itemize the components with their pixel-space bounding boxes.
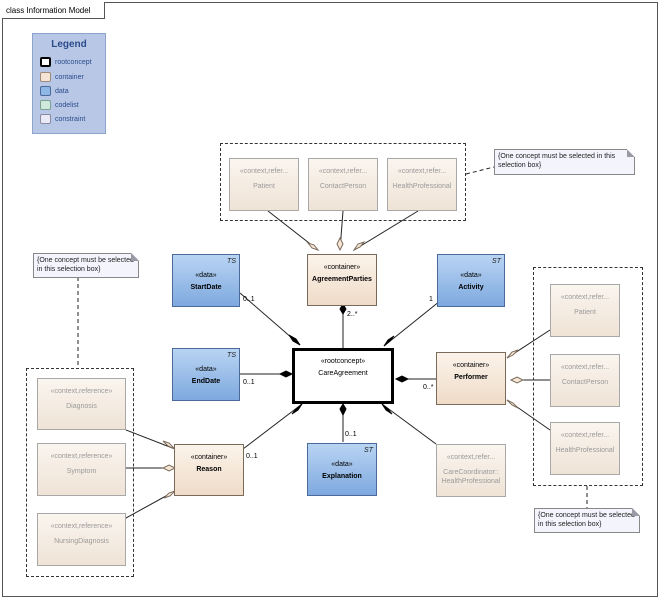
container-performer[interactable]: «container» Performer bbox=[436, 352, 506, 405]
mult-activity: 1 bbox=[429, 296, 433, 303]
legend-item-constraint: constraint bbox=[40, 114, 85, 125]
ref-agreement-healthprofessional[interactable]: «context,refer... HealthProfessional bbox=[387, 158, 457, 211]
legend-item-data: data bbox=[40, 86, 69, 97]
link-rs-diagnosis bbox=[125, 429, 176, 450]
diamond-ap-1 bbox=[306, 241, 320, 252]
diamond-root-left bbox=[278, 370, 294, 378]
diamond-rs-3 bbox=[163, 490, 176, 499]
legend-item-rootconcept: rootconcept bbox=[40, 57, 92, 68]
legend: Legend rootconcept container data codeli… bbox=[32, 33, 106, 134]
diamond-root-tl bbox=[288, 334, 301, 346]
diamond-root-top bbox=[339, 303, 347, 315]
link-ap-hp bbox=[353, 210, 419, 251]
legend-swatch-constraint bbox=[40, 114, 51, 125]
frame-title: class Information Model bbox=[2, 2, 106, 19]
container-reason[interactable]: «container» Reason bbox=[174, 444, 244, 496]
diamond-ap-2 bbox=[336, 236, 344, 252]
data-startdate[interactable]: TS «data» StartDate bbox=[172, 254, 240, 307]
mult-reason: 0..1 bbox=[246, 453, 258, 460]
link-carecoordinator bbox=[381, 403, 437, 445]
diamond-pf-1 bbox=[506, 349, 519, 359]
mult-enddate: 0..1 bbox=[243, 379, 255, 386]
rootconcept-careagreement[interactable]: «rootconcept» CareAgreement bbox=[292, 348, 394, 404]
ref-agreement-patient[interactable]: «context,refer... Patient bbox=[229, 158, 299, 211]
legend-title: Legend bbox=[51, 39, 87, 50]
ref-performer-contactperson[interactable]: «context,refer... ContactPerson bbox=[550, 354, 620, 407]
diamond-rs-2 bbox=[161, 464, 177, 472]
note-link-top bbox=[465, 166, 495, 175]
diamond-root-bl bbox=[291, 403, 303, 415]
constraint-note-right: {One concept must be selected in this se… bbox=[534, 508, 640, 533]
legend-swatch-data bbox=[40, 86, 51, 97]
selection-box-performer bbox=[533, 267, 643, 486]
data-enddate[interactable]: TS «data» EndDate bbox=[172, 348, 240, 401]
ref-reason-symptom[interactable]: «context,reference» Symptom bbox=[37, 443, 126, 496]
link-reason bbox=[242, 403, 303, 450]
ref-carecoordinator[interactable]: «context,refer... CareCoordinator:: Heal… bbox=[436, 444, 506, 497]
diamond-ap-3 bbox=[352, 240, 366, 252]
ref-agreement-contactperson[interactable]: «context,refer... ContactPerson bbox=[308, 158, 378, 211]
data-explanation[interactable]: ST «data» Explanation bbox=[307, 443, 377, 496]
diamond-root-br bbox=[381, 403, 393, 415]
legend-item-codelist: codelist bbox=[40, 100, 79, 111]
ref-reason-diagnosis[interactable]: «context,reference» Diagnosis bbox=[37, 378, 126, 430]
mult-performer: 0..* bbox=[423, 384, 434, 391]
diamond-root-bottom bbox=[339, 403, 347, 417]
mult-explanation: 0..1 bbox=[345, 431, 357, 438]
diamond-pf-2 bbox=[509, 376, 525, 384]
legend-swatch-rootconcept bbox=[40, 57, 51, 68]
ref-performer-patient[interactable]: «context,refer... Patient bbox=[550, 284, 620, 337]
container-agreementparties[interactable]: «container» AgreementParties bbox=[307, 254, 377, 306]
diamond-root-tr bbox=[383, 335, 395, 347]
legend-swatch-container bbox=[40, 72, 51, 83]
diamond-root-right bbox=[394, 375, 410, 383]
ref-performer-healthprofessional[interactable]: «context,refer... HealthProfessional bbox=[550, 422, 620, 475]
ref-reason-nursingdiagnosis[interactable]: «context,reference» NursingDiagnosis bbox=[37, 513, 126, 566]
link-activity bbox=[383, 300, 441, 347]
legend-swatch-codelist bbox=[40, 100, 51, 111]
selection-box-agreement-parties bbox=[220, 143, 466, 221]
diamond-pf-3 bbox=[506, 399, 519, 409]
legend-item-container: container bbox=[40, 72, 84, 83]
mult-startdate: 0..1 bbox=[243, 296, 255, 303]
diamond-rs-1 bbox=[162, 440, 176, 450]
mult-agreementparties: 2..* bbox=[347, 311, 358, 318]
selection-box-reason bbox=[26, 368, 134, 577]
constraint-note-left: {One concept must be selected in this se… bbox=[33, 253, 139, 278]
data-activity[interactable]: ST «data» Activity bbox=[437, 254, 505, 307]
constraint-note-top: {One concept must be selected in this se… bbox=[494, 149, 635, 175]
